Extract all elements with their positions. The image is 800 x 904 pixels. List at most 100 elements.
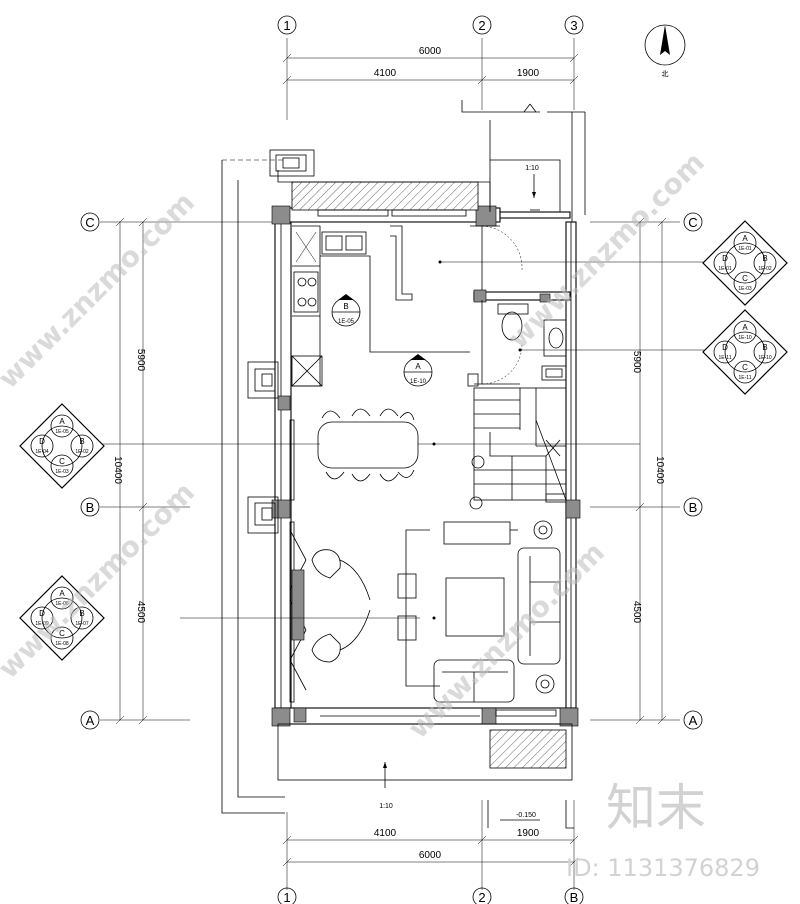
staircase (469, 387, 567, 510)
porch-bottom-notes: 1:10 -0.150 (379, 762, 540, 821)
grid-bubble-a-right: A (683, 710, 703, 730)
dimension-top: 6000 4100 1900 (282, 46, 579, 85)
dimension-left: 5900 10400 4500 (112, 217, 148, 725)
svg-text:1E-05: 1E-05 (338, 319, 355, 325)
elevation-callout-mid-right: A 1E-10 B 1E-10 C 1E-11 D 1E-11 (702, 309, 788, 395)
console-table (443, 521, 511, 545)
svg-text:D: D (722, 254, 728, 263)
svg-text:B: B (86, 500, 95, 515)
svg-text:A: A (742, 323, 748, 332)
svg-text:A: A (689, 713, 698, 728)
svg-text:1: 1 (283, 890, 290, 904)
grid-bubble-1-top: 1 (277, 15, 297, 35)
dining-table (317, 408, 640, 482)
svg-text:C: C (59, 629, 65, 638)
grid-bubble-c-right: C (683, 212, 703, 232)
svg-text:B: B (762, 343, 767, 352)
svg-text:C: C (742, 274, 748, 283)
sofa-bottom (433, 659, 515, 703)
dim-top-right: 1900 (517, 68, 540, 79)
svg-text:1E-01: 1E-01 (738, 246, 752, 252)
svg-text:1E-04: 1E-04 (35, 449, 49, 455)
dim-bottom-right: 1900 (517, 828, 540, 839)
grid-bubble-2-top: 2 (472, 15, 492, 35)
washbasin-icon (541, 319, 567, 381)
side-stools (397, 573, 417, 641)
grid-bubble-1-bottom: 1 (277, 887, 297, 904)
living-rug (405, 529, 518, 687)
svg-text:C: C (688, 215, 697, 230)
grid-lines (100, 38, 680, 890)
dim-bottom-left: 4100 (374, 828, 397, 839)
svg-text:1E-10: 1E-10 (758, 355, 772, 361)
svg-text:1E-09: 1E-09 (35, 621, 49, 627)
kitchen-counter (291, 225, 323, 387)
slope-note-bottom: 1:10 (379, 803, 393, 810)
svg-text:A: A (742, 234, 748, 243)
living-armchair-bottom (311, 609, 371, 663)
dimension-bottom: 4100 1900 6000 (282, 828, 579, 867)
leader-lines (80, 260, 705, 445)
dim-left-total: 10400 (112, 456, 123, 484)
dim-right-total: 10400 (654, 456, 665, 484)
svg-text:2: 2 (478, 890, 485, 904)
svg-text:1E-05: 1E-05 (55, 429, 69, 435)
svg-text:1E-10: 1E-10 (738, 335, 752, 341)
watermark: www.znzmo.com www.znzmo.com www.znzmo.co… (0, 146, 760, 882)
dim-bottom-total: 6000 (419, 850, 442, 861)
slope-note-top: 1:10 (525, 165, 539, 172)
svg-text:D: D (39, 437, 45, 446)
svg-text:2: 2 (478, 18, 485, 33)
svg-text:A: A (415, 362, 421, 371)
bay-window-left-upper (247, 361, 279, 399)
dim-top-total: 6000 (419, 46, 442, 57)
svg-text:www.znzmo.com: www.znzmo.com (0, 186, 201, 395)
svg-text:1E-02: 1E-02 (75, 449, 89, 455)
grid-bubble-b-left: B (80, 497, 100, 517)
svg-text:1E-11: 1E-11 (739, 375, 752, 381)
sink-icon (321, 231, 367, 255)
grid-bubble-3-top: 3 (564, 15, 584, 35)
svg-text:D: D (722, 343, 728, 352)
svg-text:1E-08: 1E-08 (55, 641, 69, 647)
svg-text:B: B (689, 500, 698, 515)
elevation-callout-left-lower: A 1E-06 B 1E-07 C 1E-08 D 1E-09 (19, 575, 105, 661)
watermark-brand: 知末 (606, 779, 706, 837)
svg-text:B: B (570, 890, 579, 904)
grid-bubble-c-left: C (80, 212, 100, 232)
entry-porch: 1:10 (489, 103, 561, 212)
planter-top (269, 149, 491, 212)
lamp-icon (533, 520, 555, 694)
section-callout-a: A 1E-10 (403, 354, 433, 387)
grid-bubble-a-left: A (80, 710, 100, 730)
svg-text:A: A (59, 589, 65, 598)
dim-right-upper: 5900 (631, 351, 642, 374)
svg-text:A: A (86, 713, 95, 728)
svg-text:北: 北 (662, 70, 669, 78)
svg-text:C: C (59, 457, 65, 466)
svg-text:B: B (762, 254, 767, 263)
sofa-right (517, 547, 561, 665)
svg-text:www.znzmo.com: www.znzmo.com (502, 146, 711, 355)
site-boundary (221, 100, 586, 829)
svg-text:3: 3 (570, 18, 577, 33)
svg-text:1E-03: 1E-03 (738, 286, 752, 292)
elevation-callout-left-upper: A 1E-05 B 1E-02 C 1E-03 D 1E-04 (19, 403, 105, 489)
windows (289, 209, 557, 717)
svg-text:D: D (39, 609, 45, 618)
svg-text:1E-07: 1E-07 (75, 621, 89, 627)
svg-text:1: 1 (283, 18, 290, 33)
svg-text:C: C (742, 363, 748, 372)
svg-text:1E-02: 1E-02 (758, 266, 772, 272)
walls (271, 205, 581, 727)
svg-text:C: C (85, 215, 94, 230)
dim-left-upper: 5900 (135, 349, 146, 372)
entry-door-swing (470, 225, 523, 290)
svg-text:B: B (79, 437, 84, 446)
grid-bubble-b-right: B (683, 497, 703, 517)
stove-icon (293, 271, 319, 313)
bathroom (467, 289, 571, 387)
living-armchair-top (311, 549, 371, 601)
svg-text:1E-06: 1E-06 (55, 601, 69, 607)
